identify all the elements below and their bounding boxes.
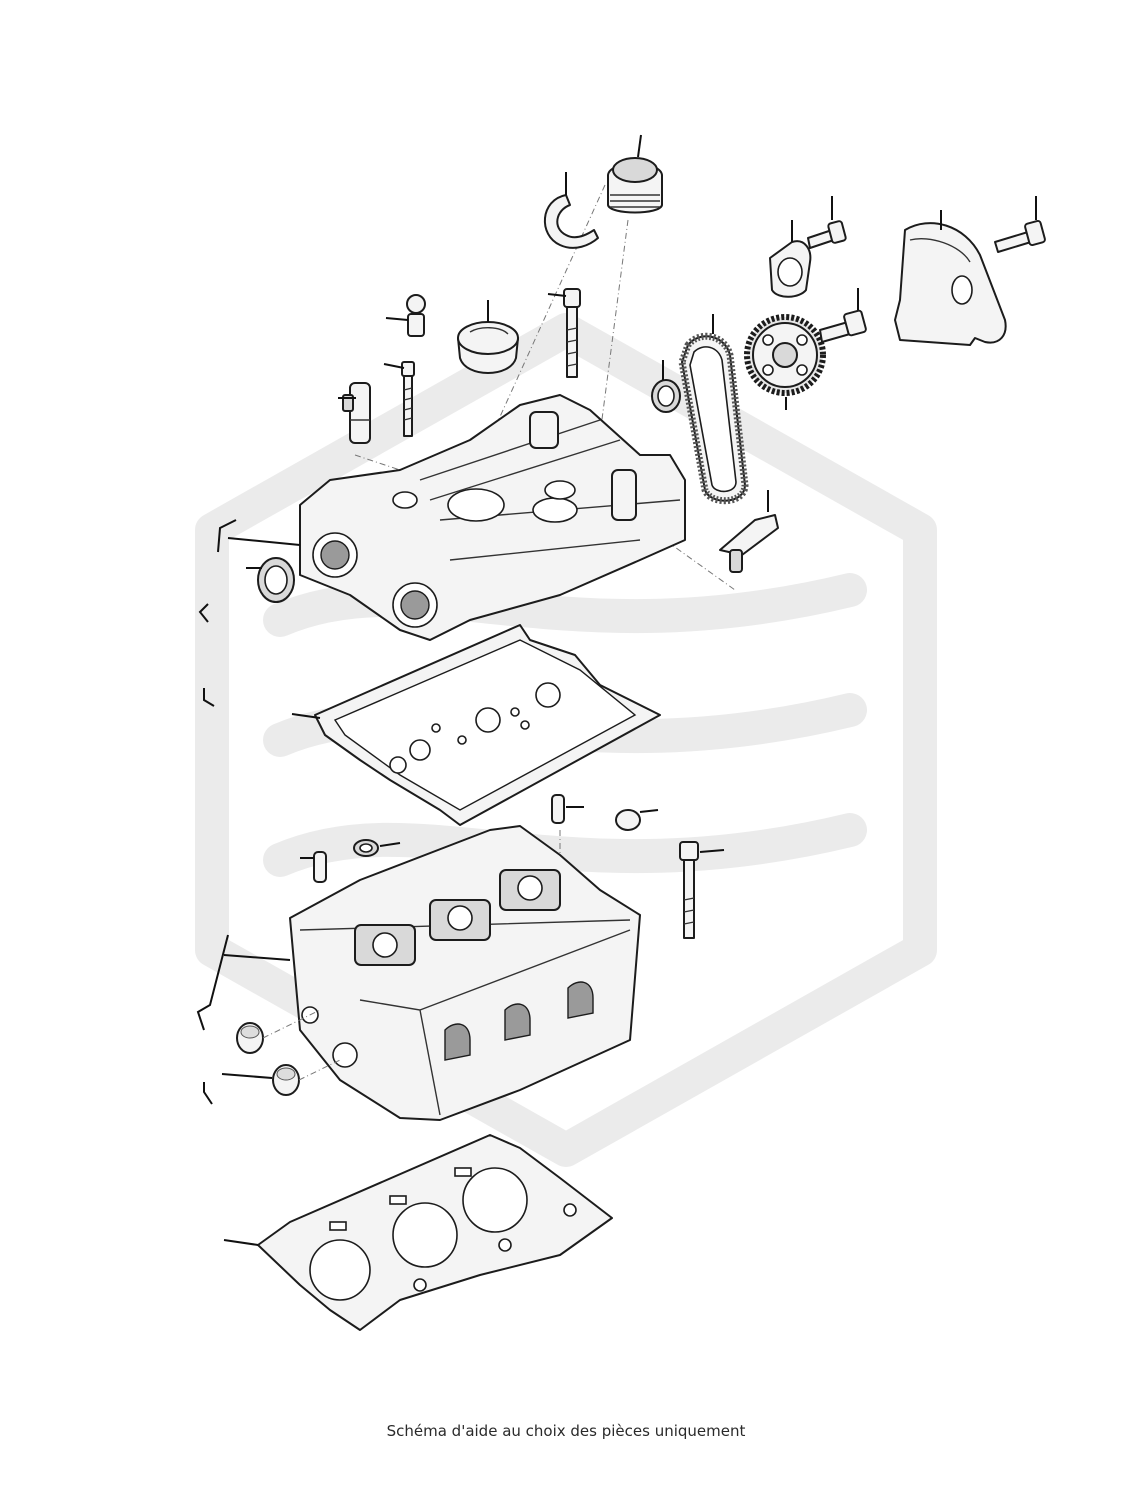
leader-line (699, 849, 725, 853)
breather-valve[interactable] (385, 294, 426, 337)
leader-line (223, 1239, 259, 1246)
hose-pipe[interactable] (544, 172, 599, 249)
core-plug-2[interactable] (221, 1059, 341, 1096)
gear-bolt[interactable] (819, 288, 867, 343)
diagram-caption: Schéma d'aide au choix des pièces unique… (386, 1422, 746, 1440)
dowel-pin[interactable] (551, 794, 584, 824)
sensor-plug[interactable] (338, 382, 371, 444)
oil-filler-cap[interactable] (607, 134, 663, 214)
timing-belt[interactable] (678, 314, 749, 505)
sealing-plug[interactable] (615, 809, 659, 831)
camshaft-gear[interactable] (744, 314, 826, 410)
oil-cap[interactable] (457, 300, 519, 374)
bracket-bolt[interactable] (807, 196, 847, 249)
shaft-seal[interactable] (651, 360, 681, 413)
head-bolt[interactable] (679, 841, 725, 939)
front-seal[interactable] (246, 557, 295, 603)
head-gasket[interactable] (223, 1134, 613, 1331)
leader-line (639, 809, 659, 813)
leader-line (383, 363, 405, 369)
valve-seal[interactable] (353, 839, 401, 857)
camshaft-sensor[interactable] (719, 490, 779, 573)
belt-cover[interactable] (894, 210, 1007, 346)
core-plug-1[interactable] (236, 1009, 321, 1054)
margin-markers (196, 519, 237, 1105)
small-bolt[interactable] (383, 361, 415, 437)
dowel-pin-2[interactable] (300, 851, 327, 883)
cylinder-head[interactable] (223, 825, 641, 1121)
leader-line (227, 537, 301, 546)
leader-line (291, 713, 321, 719)
cover-bolt[interactable] (994, 196, 1046, 253)
leader-line (637, 134, 642, 158)
leader-line (547, 293, 567, 297)
long-bolt[interactable] (547, 288, 581, 378)
mount-bracket[interactable] (769, 220, 812, 298)
valve-cover-gasket[interactable] (291, 624, 661, 826)
leader-line (379, 842, 401, 847)
leader-line (385, 317, 409, 321)
leader-line (221, 1073, 273, 1079)
camshaft-housing[interactable] (227, 394, 686, 641)
leader-line (223, 954, 291, 961)
